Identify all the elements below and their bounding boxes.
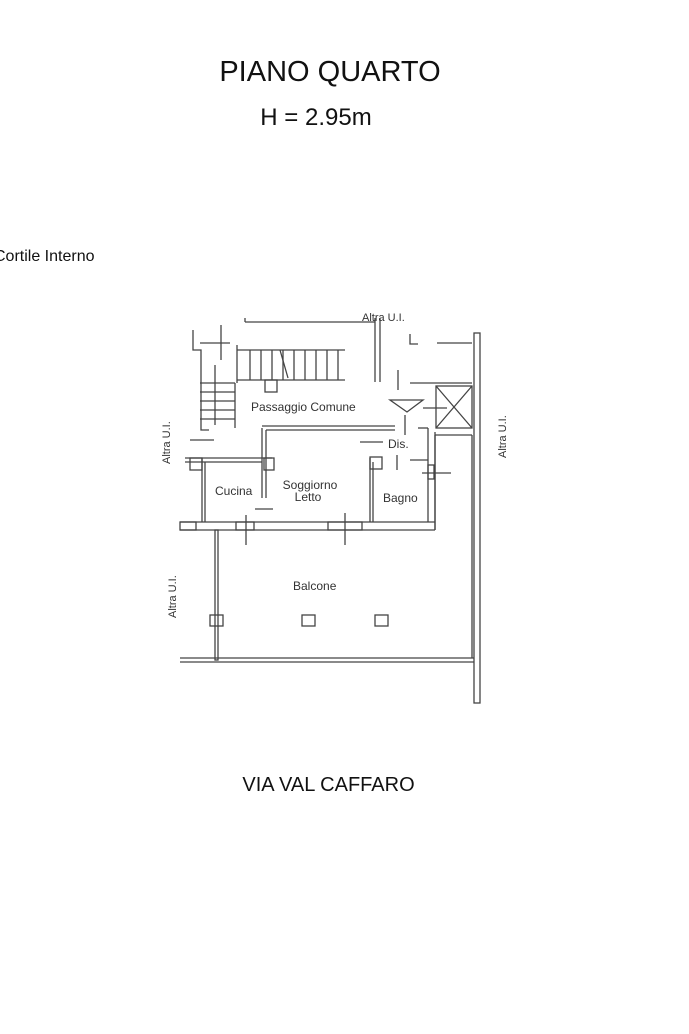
letto-label: Letto: [295, 490, 322, 504]
cucina-label: Cucina: [215, 484, 253, 498]
stair-treads: [200, 325, 339, 420]
soggiorno-label: Soggiorno: [283, 478, 338, 492]
street-name: VIA VAL CAFFARO: [242, 774, 415, 796]
walls: [180, 318, 481, 704]
cortile-interno-label: Cortile Interno: [0, 248, 95, 265]
balcone-label: Balcone: [293, 579, 337, 593]
disimpegno-label: Dis.: [388, 437, 409, 451]
ceiling-height: H = 2.95m: [260, 104, 372, 131]
altra-ui-right-label: Altra U.I.: [497, 415, 509, 458]
altra-ui-left-label: Altra U.I.: [161, 421, 173, 464]
altra-ui-top-label: Altra U.I.: [362, 312, 405, 324]
altra-ui-balcony-label: Altra U.I.: [167, 575, 179, 618]
passaggio-comune-label: Passaggio Comune: [251, 400, 356, 414]
windows-and-markers: [179, 370, 451, 627]
plan-title: PIANO QUARTO: [219, 56, 441, 88]
bagno-label: Bagno: [383, 491, 418, 505]
